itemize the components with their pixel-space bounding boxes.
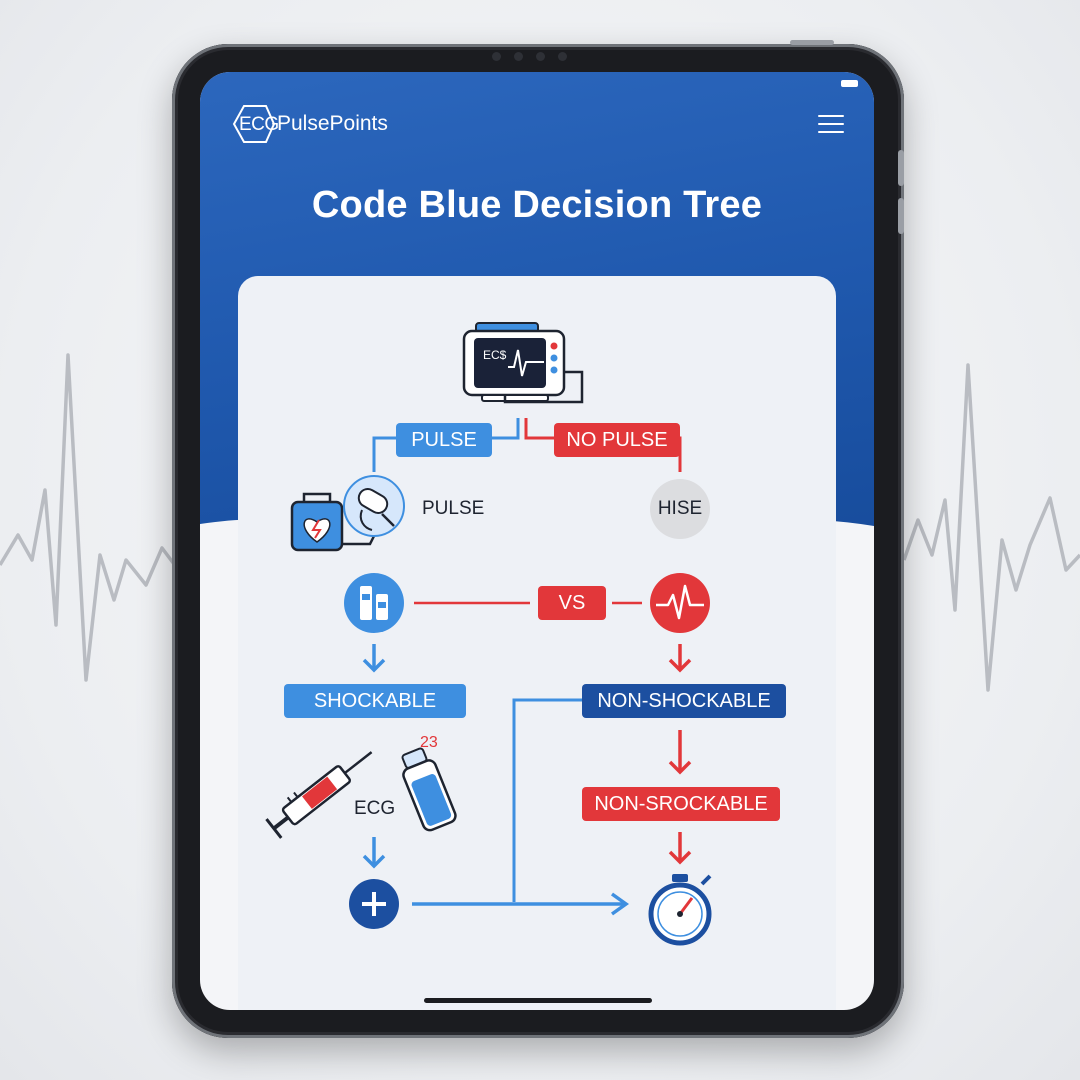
no-pulse-branch-button[interactable]: NO PULSE bbox=[554, 423, 680, 457]
camera bbox=[536, 52, 545, 61]
logo-mark: ECG bbox=[230, 102, 279, 146]
decision-tree-graphics bbox=[265, 322, 712, 946]
hise-label: HISE bbox=[657, 498, 703, 519]
arrow-down-icon bbox=[362, 837, 386, 869]
logo-name: PulsePoints bbox=[277, 112, 388, 135]
monitor-screen-label: EC$ bbox=[483, 348, 507, 362]
battery-icon bbox=[841, 80, 858, 87]
camera bbox=[492, 52, 501, 61]
app-logo[interactable]: ECG PulsePoints bbox=[230, 102, 388, 146]
camera bbox=[514, 52, 523, 61]
non-srockable-button[interactable]: NON-SROCKABLE bbox=[582, 787, 780, 821]
pulse-branch-button[interactable]: PULSE bbox=[396, 423, 492, 457]
logo-abbrev: ECG bbox=[239, 114, 279, 135]
heartbeat-icon bbox=[650, 573, 710, 633]
volume-button bbox=[898, 150, 904, 186]
syringe-icon bbox=[265, 751, 373, 839]
pulse-caption: PULSE bbox=[422, 498, 485, 519]
hise-node bbox=[650, 479, 710, 539]
shockable-button[interactable]: SHOCKABLE bbox=[284, 684, 466, 718]
arrow-down-icon bbox=[668, 832, 692, 865]
stopwatch-icon bbox=[648, 874, 712, 946]
electrode-pad-icon bbox=[343, 475, 405, 537]
app-screen: ECG PulsePoints Code Blue Decision Tree bbox=[200, 72, 874, 1010]
vial-numbers: 23 bbox=[420, 734, 438, 751]
aed-icon bbox=[290, 492, 378, 552]
medication-icon bbox=[344, 573, 404, 633]
vs-badge: VS bbox=[538, 586, 606, 620]
menu-icon[interactable] bbox=[818, 115, 844, 135]
page-title: Code Blue Decision Tree bbox=[311, 184, 763, 226]
non-shockable-button[interactable]: NON-SHOCKABLE bbox=[582, 684, 786, 718]
plus-icon bbox=[349, 879, 399, 929]
power-button bbox=[790, 40, 834, 45]
volume-button bbox=[898, 198, 904, 234]
vial-icon bbox=[401, 747, 457, 832]
arrow-down-icon bbox=[668, 644, 692, 673]
ecg-monitor-icon bbox=[462, 322, 584, 404]
home-indicator[interactable] bbox=[424, 998, 652, 1003]
ecg-caption: ECG bbox=[354, 798, 396, 819]
arrow-down-icon bbox=[362, 644, 386, 673]
camera bbox=[558, 52, 567, 61]
arrow-down-icon bbox=[668, 730, 692, 775]
